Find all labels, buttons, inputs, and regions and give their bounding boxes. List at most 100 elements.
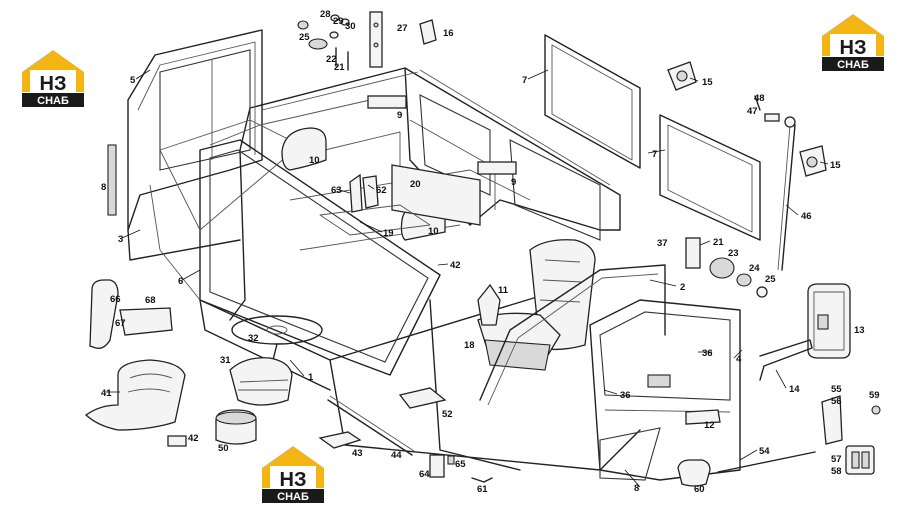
callout-62: 62 (376, 185, 387, 196)
callout-19: 19 (383, 228, 394, 239)
callout-66: 66 (110, 294, 121, 305)
mount-block (318, 431, 362, 449)
callout-7: 7 (652, 149, 657, 160)
pedal-bracket (398, 387, 447, 409)
interior-lamp (367, 95, 407, 109)
callout-4: 4 (736, 354, 742, 365)
link-rod (717, 451, 816, 473)
door-lock (677, 459, 711, 487)
callout-7: 7 (522, 75, 527, 86)
callout-10: 10 (309, 155, 320, 166)
leader-line (647, 149, 666, 154)
leader-line (739, 449, 758, 461)
callout-10: 10 (428, 226, 439, 237)
callout-29: 29 (333, 16, 344, 27)
latch-bushing (736, 273, 752, 287)
logo-caption: СНАБ (277, 491, 309, 503)
callout-59: 59 (869, 390, 880, 401)
callout-54: 54 (759, 446, 770, 457)
left-seal-strip (107, 144, 117, 216)
logo-caption: СНАБ (837, 59, 869, 71)
handle (685, 409, 721, 425)
bolt (871, 405, 881, 415)
leader-line (785, 204, 799, 216)
callout-21: 21 (334, 62, 345, 73)
callout-9: 9 (511, 177, 516, 188)
callout-25: 25 (299, 32, 310, 43)
callout-25: 25 (765, 274, 776, 285)
callout-31: 31 (220, 355, 231, 366)
rear-window-pane (419, 94, 491, 196)
side-window-pane (509, 139, 601, 241)
nut (330, 14, 340, 22)
callout-27: 27 (397, 23, 408, 34)
sun-visor (281, 127, 327, 171)
washer (308, 38, 328, 50)
leader-line (699, 240, 711, 246)
callout-44: 44 (391, 450, 402, 461)
leader-line (775, 369, 787, 389)
callout-1: 1 (308, 372, 314, 383)
roof-edge (209, 99, 371, 146)
catch-plate (362, 175, 379, 209)
logo-mark: НЗ (840, 37, 867, 59)
leader-line (527, 69, 549, 80)
left-mirror-bracket (119, 307, 173, 336)
callout-68: 68 (145, 295, 156, 306)
spare-seat (84, 359, 186, 431)
callout-5: 5 (130, 75, 136, 86)
callout-64: 64 (419, 469, 430, 480)
door-lower-glass (599, 427, 661, 481)
callout-36: 36 (702, 348, 713, 359)
clip-bracket (419, 19, 437, 45)
callout-32: 32 (248, 333, 259, 344)
callout-42: 42 (450, 260, 461, 271)
callout-67: 67 (115, 318, 126, 329)
leader-line (359, 221, 383, 233)
leader-line (819, 161, 829, 165)
overhead-console (391, 164, 481, 226)
right-mirror (807, 283, 851, 359)
callout-11: 11 (498, 285, 509, 296)
right-door-frame (479, 264, 666, 401)
callout-57: 57 (831, 454, 842, 465)
callout-28: 28 (320, 9, 331, 20)
callout-42: 42 (188, 433, 199, 444)
strut-pin (764, 113, 780, 122)
callout-14: 14 (789, 384, 800, 395)
logo-mark: НЗ (280, 469, 307, 491)
callout-15: 15 (702, 77, 713, 88)
tube-rod (327, 399, 413, 456)
gas-strut (781, 124, 796, 271)
leader-line (733, 349, 743, 359)
latch-spring (709, 257, 735, 279)
callout-13: 13 (854, 325, 865, 336)
callout-8: 8 (101, 182, 106, 193)
leader-line (181, 269, 201, 281)
leader-line (437, 263, 449, 266)
logo-mark: НЗ (40, 73, 67, 95)
leader-line (649, 279, 677, 287)
catch (349, 173, 363, 213)
interior-lamp (477, 161, 517, 175)
callout-6: 6 (178, 276, 183, 287)
callout-20: 20 (410, 179, 421, 190)
pillar-strip (369, 11, 383, 68)
callout-55: 55 (831, 384, 842, 395)
callout-41: 41 (101, 388, 112, 399)
bracket-clip (429, 454, 445, 478)
callout-65: 65 (455, 459, 466, 470)
left-mirror (89, 279, 119, 349)
leader-line (289, 359, 305, 377)
latch-block (685, 237, 701, 269)
knob (297, 20, 309, 30)
wire-clip (471, 477, 493, 483)
callout-labels: 1234567788991010111213141515161819202121… (101, 9, 880, 495)
leader-line (367, 184, 375, 190)
callout-52: 52 (442, 409, 453, 420)
callout-22: 22 (326, 54, 337, 65)
